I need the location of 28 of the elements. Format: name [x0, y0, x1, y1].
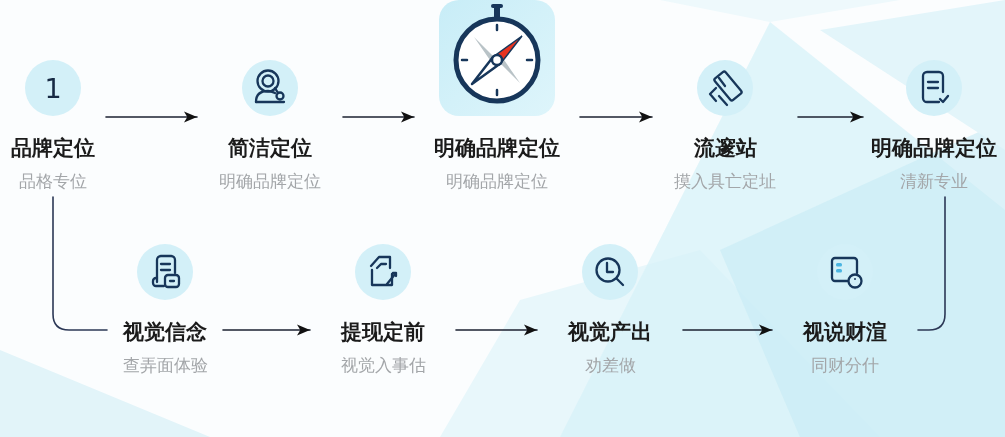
step-subtitle: 劝差做 [584, 355, 636, 377]
arrow [342, 111, 415, 123]
arrow [682, 324, 773, 336]
step-subtitle: 明确品牌定位 [446, 171, 548, 193]
connector-line [52, 196, 108, 331]
step-title: 品牌定位 [11, 135, 95, 162]
step-number: 1 [25, 60, 81, 116]
step-title: 提现定前 [341, 319, 425, 346]
step-subtitle: 同财分什 [811, 355, 879, 377]
step-title: 明确品牌定位 [434, 135, 560, 162]
arrow [579, 111, 653, 123]
step-title: 视觉产出 [568, 319, 652, 346]
step-title: 明确品牌定位 [871, 135, 997, 162]
step-subtitle: 清新专业 [900, 171, 968, 193]
step-title: 流邃站 [693, 135, 757, 162]
connector-line [917, 196, 946, 331]
step-subtitle: 视觉入事估 [340, 355, 426, 377]
step-title: 视觉信念 [123, 319, 207, 346]
step-subtitle: 摸入具亡定址 [674, 171, 776, 193]
arrow [222, 324, 311, 336]
step-subtitle: 品格专位 [19, 171, 87, 193]
step-title: 简洁定位 [228, 135, 312, 162]
arrow [797, 111, 864, 123]
step-subtitle: 查弄面体验 [122, 355, 208, 377]
arrow [105, 111, 198, 123]
arrow [455, 324, 538, 336]
step-title: 视说财渲 [803, 319, 887, 346]
step-subtitle: 明确品牌定位 [219, 171, 321, 193]
